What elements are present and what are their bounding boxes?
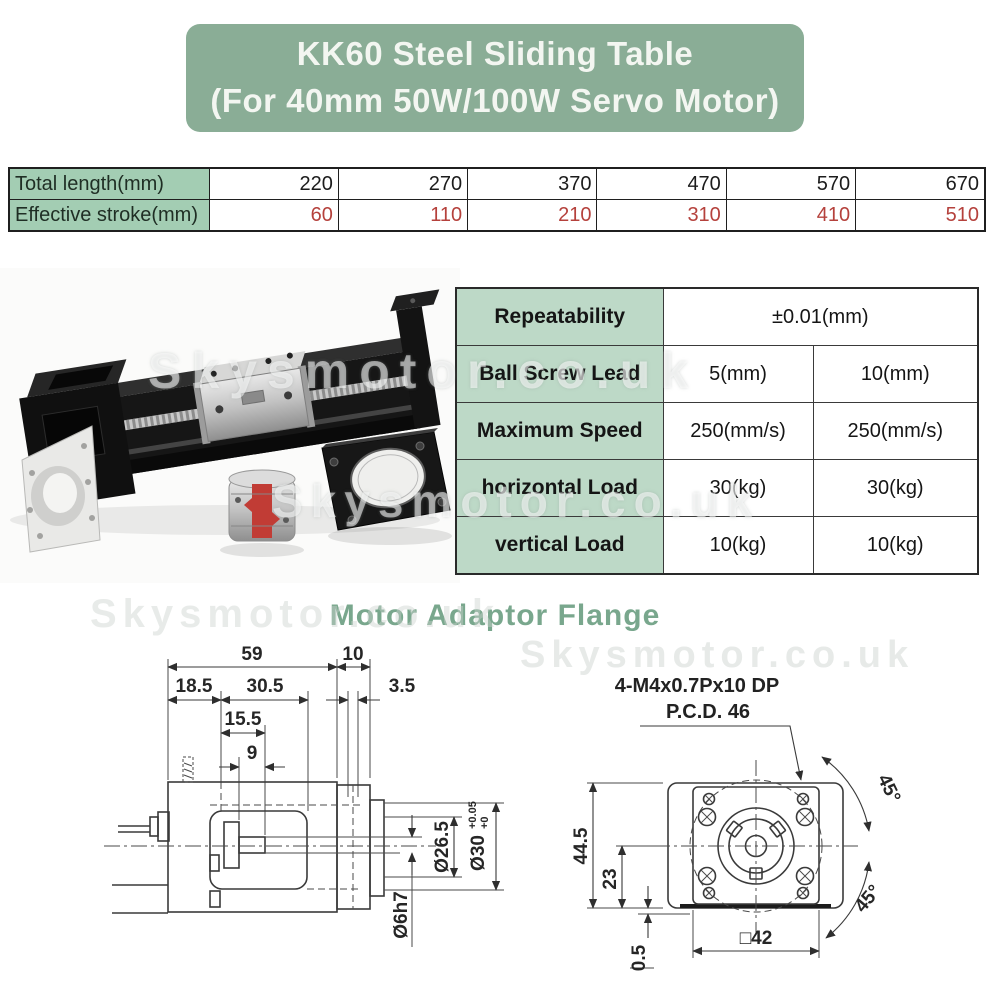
total-length-value: 470: [596, 167, 727, 200]
section-heading: Motor Adaptor Flange: [329, 599, 661, 632]
dim-15-5: 15.5: [225, 709, 262, 730]
jaw-coupling: [228, 469, 296, 542]
effective-stroke-value: 210: [467, 199, 598, 232]
end-bracket: [390, 289, 441, 429]
spec-row-repeatability: Repeatability ±0.01(mm): [455, 287, 979, 346]
product-photo: [0, 268, 460, 583]
dim-3-5: 3.5: [389, 676, 416, 697]
dimensions: 59 10 18.5 30.5 3.5 15.5 9: [167, 645, 416, 772]
spec-label-horizontal-load: horizontal Load: [455, 459, 664, 517]
effective-stroke-value: 510: [855, 199, 986, 232]
key-notches: [725, 820, 787, 880]
effective-stroke-value: 310: [596, 199, 727, 232]
mounting-holes: [697, 792, 815, 900]
m4-hole: [702, 792, 716, 806]
m4-hole: [796, 886, 810, 900]
dim-dia-26-5: Ø26.5: [432, 821, 453, 873]
table-row-total-length: Total length(mm) 220 270 370 470 570 670: [8, 167, 986, 200]
spec-label-maximum-speed: Maximum Speed: [455, 402, 664, 460]
spec-row-horizontal-load: horizontal Load 30(kg) 30(kg): [455, 459, 979, 517]
body-hole: [795, 807, 815, 827]
coupling-hub: [223, 821, 240, 869]
dim-square-42: □42: [740, 928, 773, 949]
spec-value-lead-5: 5(mm): [662, 345, 814, 403]
carriage-block: [192, 351, 316, 445]
callout: 4-M4x0.7Px10 DP P.C.D. 46: [615, 675, 804, 781]
total-length-value: 670: [855, 167, 986, 200]
spec-label-ball-screw-lead: Ball Screw Lead: [455, 345, 664, 403]
angle-arc-top: [821, 756, 872, 832]
callout-thread-spec: 4-M4x0.7Px10 DP: [615, 675, 780, 697]
title-line-1: KK60 Steel Sliding Table: [296, 35, 694, 73]
body-outline: [104, 756, 436, 914]
title-line-2: (For 40mm 50W/100W Servo Motor): [210, 82, 780, 119]
angle-arc-bottom: [825, 861, 872, 939]
callout-pcd: P.C.D. 46: [666, 701, 750, 723]
flange-shadow: [328, 527, 452, 545]
dim-dia-30-tol-upper: +0.05: [467, 801, 479, 829]
dim-dia-30: Ø30: [468, 835, 489, 871]
dim-0-5: 0.5: [629, 944, 650, 971]
total-length-value: 270: [337, 167, 469, 200]
diameter-dimensions: Ø26.5 Ø30 +0.05 +0 Ø6h7: [265, 801, 504, 947]
spec-value-speed-1: 250(mm/s): [662, 402, 814, 460]
motor-mount-face: [21, 425, 101, 553]
spec-row-maximum-speed: Maximum Speed 250(mm/s) 250(mm/s): [455, 402, 979, 460]
dim-9: 9: [247, 743, 258, 764]
title-banner: KK60 Steel Sliding Table (For 40mm 50W/1…: [186, 24, 804, 132]
dim-59: 59: [241, 645, 262, 665]
spec-value-hload-1: 30(kg): [662, 459, 814, 517]
spec-table: Repeatability ±0.01(mm) Ball Screw Lead …: [455, 287, 980, 575]
length-stroke-table: Total length(mm) 220 270 370 470 570 670…: [8, 167, 986, 232]
dim-dia-30-tol-lower: +0: [479, 816, 491, 829]
effective-stroke-value: 410: [725, 199, 857, 232]
flange-side-section-drawing: 59 10 18.5 30.5 3.5 15.5 9: [104, 645, 504, 947]
m4-hole: [796, 792, 810, 806]
spec-value-lead-10: 10(mm): [812, 345, 979, 403]
total-length-value: 220: [208, 167, 339, 200]
spec-value-repeatability: ±0.01(mm): [662, 287, 979, 346]
m4-hole: [702, 886, 716, 900]
spec-value-hload-2: 30(kg): [812, 459, 979, 517]
body-hole: [697, 866, 717, 886]
screw-stud: [182, 756, 194, 783]
row-label-total-length: Total length(mm): [8, 167, 210, 200]
dim-45-bottom: 45°: [851, 881, 886, 917]
spec-value-vload-2: 10(kg): [812, 516, 979, 575]
dim-44-5: 44.5: [571, 827, 592, 864]
row-label-effective-stroke: Effective stroke(mm): [8, 199, 210, 232]
spec-label-vertical-load: vertical Load: [455, 516, 664, 575]
coupling-spider: [252, 484, 272, 538]
linear-rail: [19, 289, 441, 510]
coupling-shadow: [220, 543, 304, 557]
body-hole: [795, 866, 815, 886]
effective-stroke-value: 110: [337, 199, 469, 232]
effective-stroke-value: 60: [208, 199, 339, 232]
spec-row-ball-screw-lead: Ball Screw Lead 5(mm) 10(mm): [455, 345, 979, 403]
extension-lines: [167, 659, 371, 835]
total-length-value: 570: [725, 167, 857, 200]
dim-dia-6h7: Ø6h7: [391, 891, 412, 939]
flange-plate: [321, 428, 451, 531]
rail-shadow: [10, 505, 440, 535]
dim-30-5: 30.5: [247, 676, 284, 697]
spec-label-repeatability: Repeatability: [455, 287, 664, 346]
spec-value-vload-1: 10(kg): [662, 516, 814, 575]
flange-outline: [654, 760, 858, 935]
dim-45-top: 45°: [873, 771, 904, 806]
dimensions: 44.5 23 0.5 □42 45° 45°: [571, 756, 904, 971]
spec-value-speed-2: 250(mm/s): [812, 402, 979, 460]
spec-row-vertical-load: vertical Load 10(kg) 10(kg): [455, 516, 979, 575]
body-hole: [697, 807, 717, 827]
dim-23: 23: [600, 868, 621, 889]
table-row-effective-stroke: Effective stroke(mm) 60 110 210 310 410 …: [8, 199, 986, 232]
total-length-value: 370: [467, 167, 598, 200]
inner-cavity: [209, 810, 308, 890]
shaft-stub: [238, 836, 266, 854]
flange-front-view-drawing: 4-M4x0.7Px10 DP P.C.D. 46: [571, 675, 904, 971]
dim-10: 10: [342, 645, 363, 665]
dim-18-5: 18.5: [176, 676, 213, 697]
